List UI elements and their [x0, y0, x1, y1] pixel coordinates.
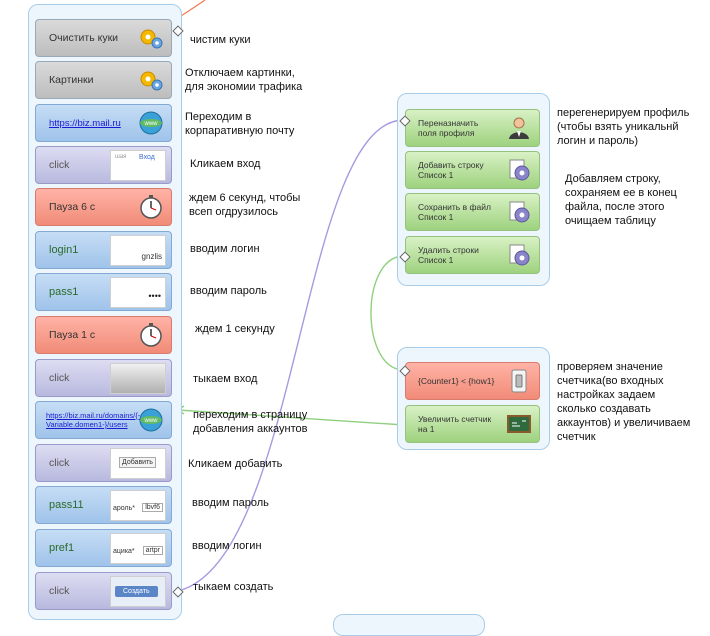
block-label: pref1 [49, 542, 75, 554]
click-create-block[interactable]: click Создать [35, 572, 172, 610]
element-thumbnail: Создать [110, 576, 166, 607]
thumb-text: ацика* [113, 548, 135, 555]
click-submit-login-block[interactable]: click [35, 359, 172, 397]
block-label: pass11 [49, 499, 84, 511]
element-thumbnail [110, 363, 166, 394]
click-add-block[interactable]: click Добавить [35, 444, 172, 482]
block-label: Удалить строки Список 1 [418, 245, 479, 265]
clear-cookies-block[interactable]: Очистить куки [35, 19, 172, 57]
note-enter-password: вводим пароль [190, 285, 267, 297]
note-new-login: вводим логин [192, 540, 262, 552]
user-icon [509, 117, 529, 139]
element-thumbnail: •••• [110, 277, 166, 308]
www-globe-icon: www [139, 111, 163, 135]
block-label: Пауза 1 с [49, 329, 96, 341]
block-label: click [49, 457, 70, 469]
note-pause-6: ждем 6 секунд, чтобы всеп огдрузилось [189, 192, 301, 218]
svg-text:www: www [144, 121, 159, 127]
block-label: click [49, 585, 70, 597]
note-regenerate-profile: перегенерируем профиль (чтобы взять уник… [557, 107, 690, 147]
regenerate-profile-block[interactable]: Переназначить поля профиля [405, 109, 540, 147]
thumb-value: artpr [142, 546, 163, 555]
block-label: Очистить куки [49, 32, 119, 44]
thumb-text: Добавить [119, 457, 156, 468]
block-label: login1 [49, 244, 79, 256]
connector-green-loop [370, 255, 405, 371]
switch-icon [511, 369, 527, 393]
gear-doc-icon [509, 159, 530, 181]
thumb-text: Вход [139, 154, 155, 161]
gears-icon [140, 71, 163, 91]
block-label: {Counter1} < {how1} [418, 376, 495, 386]
block-link-label: https://biz.mail.ru [49, 117, 121, 129]
gears-icon [140, 29, 163, 49]
add-row-block[interactable]: Добавить строку Список 1 [405, 151, 540, 189]
note-new-password: вводим пароль [192, 497, 269, 509]
note-images: Отключаем картинки, для экономии трафика [185, 67, 303, 93]
connector-top-orange [177, 0, 206, 19]
stopwatch-icon [140, 323, 162, 347]
element-thumbnail: gnzlis [110, 235, 166, 266]
block-label: Пауза 6 с [49, 201, 96, 213]
delete-rows-block[interactable]: Удалить строки Список 1 [405, 236, 540, 274]
element-thumbnail: ацика* artpr [110, 533, 166, 564]
www-globe-icon: www [139, 408, 163, 432]
block-label: pass1 [49, 286, 79, 298]
chalkboard-icon [507, 415, 531, 433]
block-label: Увеличить счетчик на 1 [418, 414, 492, 434]
gear-doc-icon [509, 201, 530, 223]
block-label: Добавить строку Список 1 [418, 160, 484, 180]
note-click-login: Кликаем вход [190, 158, 261, 170]
open-domain-users-block[interactable]: https://biz.mail.ru/domains/{-Variable.d… [35, 401, 172, 439]
bottom-partial-panel [333, 614, 485, 636]
block-link-label: https://biz.mail.ru/domains/{-Variable.d… [46, 411, 141, 429]
note-click-create: тыкаем создать [193, 581, 274, 593]
note-clear-cookies: чистим куки [190, 34, 251, 46]
connector-green-back [177, 409, 405, 426]
new-login-input-block[interactable]: pref1 ацика* artpr [35, 529, 172, 567]
note-open-mail: Переходим в корпаративную почту [185, 111, 295, 137]
block-label: click [49, 159, 70, 171]
note-enter-login: вводим логин [190, 243, 260, 255]
element-thumbnail: ароль* lbvf6 [110, 490, 166, 521]
pause-6s-block[interactable]: Пауза 6 с [35, 188, 172, 226]
block-label: Сохранить в файл Список 1 [418, 202, 491, 222]
thumb-text: Создать [115, 586, 158, 597]
connector-purple [177, 119, 405, 592]
increment-counter-block[interactable]: Увеличить счетчик на 1 [405, 405, 540, 443]
thumb-text: gnzlis [141, 252, 162, 261]
element-thumbnail: Добавить [110, 448, 166, 479]
login-input-block[interactable]: login1 gnzlis [35, 231, 172, 269]
note-open-users: переходим в страницу добавления аккаунто… [193, 409, 308, 435]
note-counter: проверяем значение счетчика(во входных н… [557, 361, 691, 443]
thumb-value: lbvf6 [142, 503, 163, 512]
thumb-text: ароль* [113, 505, 135, 512]
stopwatch-icon [140, 195, 162, 219]
pause-1s-block[interactable]: Пауза 1 с [35, 316, 172, 354]
note-click-submit: тыкаем вход [193, 373, 258, 385]
gear-doc-icon [509, 244, 530, 266]
note-add-row: Добавляем строку, сохраняем ее в конец ф… [565, 173, 677, 227]
save-to-file-block[interactable]: Сохранить в файл Список 1 [405, 193, 540, 231]
password-input-block[interactable]: pass1 •••• [35, 273, 172, 311]
block-label: click [49, 372, 70, 384]
new-password-input-block[interactable]: pass11 ароль* lbvf6 [35, 486, 172, 524]
svg-text:www: www [144, 418, 159, 424]
open-biz-mail-block[interactable]: https://biz.mail.ru www [35, 104, 172, 142]
block-label: Переназначить поля профиля [418, 118, 479, 138]
block-label: Картинки [49, 74, 94, 86]
thumb-text: •••• [148, 291, 161, 301]
counter-check-block[interactable]: {Counter1} < {how1} [405, 362, 540, 400]
images-block[interactable]: Картинки [35, 61, 172, 99]
note-pause-1: ждем 1 секунду [195, 323, 275, 335]
note-click-add: Кликаем добавить [188, 458, 283, 470]
